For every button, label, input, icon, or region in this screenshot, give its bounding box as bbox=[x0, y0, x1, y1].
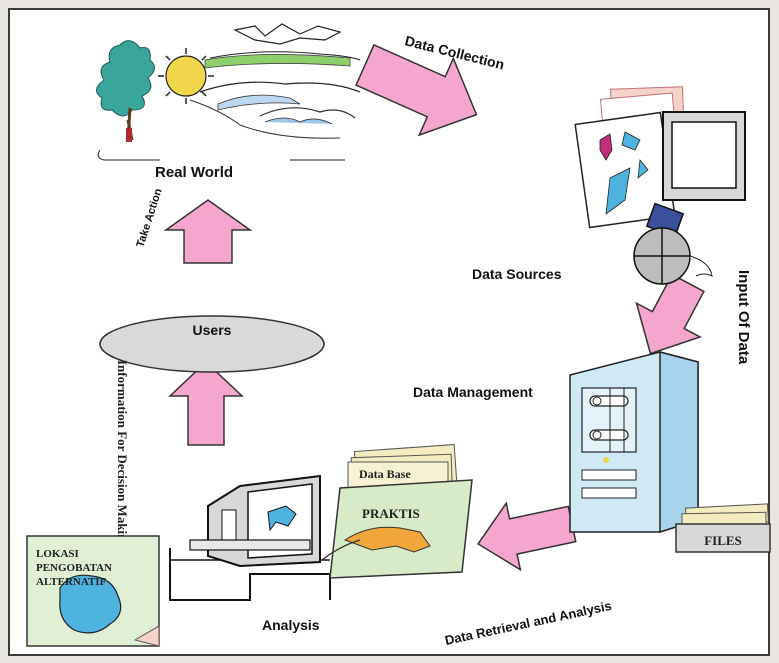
arrow-take-action bbox=[163, 199, 253, 264]
label-real-world: Real World bbox=[155, 164, 233, 181]
tree-icon bbox=[96, 40, 155, 142]
label-analysis: Analysis bbox=[262, 617, 320, 633]
computer-tower-icon bbox=[569, 351, 699, 534]
sun-icon bbox=[158, 48, 214, 104]
label-lokasi-line3: ALTERNATIF bbox=[36, 576, 107, 588]
label-take-action: Take Action bbox=[134, 187, 164, 249]
arrow-data-collection bbox=[355, 43, 478, 137]
label-lokasi-line2: PENGOBATAN bbox=[36, 562, 112, 574]
label-information-for-decision-making: Information For Decision Making bbox=[115, 360, 130, 548]
label-input-of-data: Input Of Data bbox=[735, 270, 752, 365]
globe-icon bbox=[633, 227, 713, 285]
monitor-icon bbox=[662, 111, 746, 201]
label-data-management: Data Management bbox=[413, 384, 533, 400]
label-users: Users bbox=[193, 322, 232, 338]
label-data-retrieval-and-analysis: Data Retrieval and Analysis bbox=[444, 598, 613, 648]
label-data-sources: Data Sources bbox=[472, 266, 562, 282]
arrow-data-retrieval bbox=[477, 501, 577, 572]
landscape-icon bbox=[96, 23, 361, 161]
lokasi-map-icon bbox=[26, 535, 160, 647]
workstation-icon bbox=[169, 474, 331, 601]
arrow-analysis-to-users bbox=[168, 360, 244, 446]
label-lokasi-line1: LOKASI bbox=[36, 548, 79, 560]
label-files: FILES bbox=[704, 533, 742, 548]
praktis-map-icon bbox=[321, 479, 473, 579]
files-icon bbox=[675, 503, 771, 553]
label-praktis: PRAKTIS bbox=[362, 506, 420, 521]
label-data-base: Data Base bbox=[359, 467, 411, 481]
users-node bbox=[99, 315, 325, 373]
data-sources-icon bbox=[574, 86, 746, 285]
map-sheet-icon bbox=[574, 111, 676, 229]
